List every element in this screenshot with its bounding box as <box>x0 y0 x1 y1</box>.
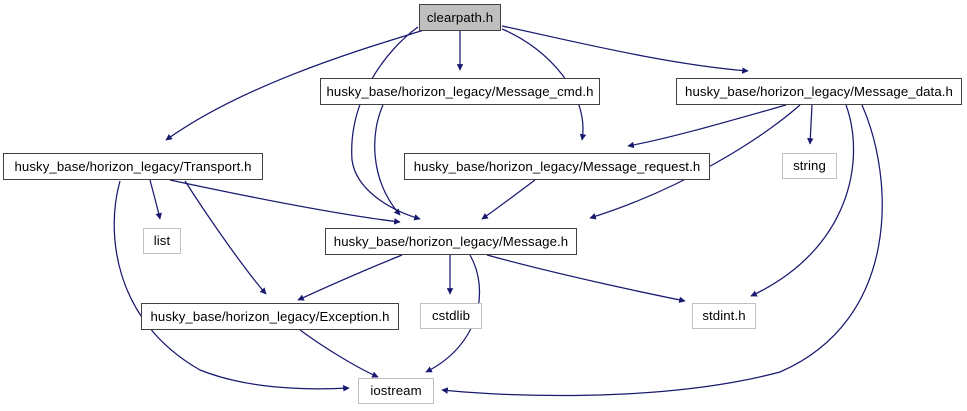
edge-exception-to-iostream <box>299 329 379 378</box>
node-cstdlib[interactable]: cstdlib <box>420 303 482 329</box>
node-label-string: string <box>793 158 826 174</box>
node-label-exception: husky_base/horizon_legacy/Exception.h <box>150 308 390 324</box>
node-message_cmd[interactable]: husky_base/horizon_legacy/Message_cmd.h <box>320 78 600 105</box>
node-label-message: husky_base/horizon_legacy/Message.h <box>333 233 569 249</box>
node-label-message_data: husky_base/horizon_legacy/Message_data.h <box>685 83 953 99</box>
node-exception[interactable]: husky_base/horizon_legacy/Exception.h <box>141 303 399 330</box>
edge-transport-to-message <box>169 179 401 225</box>
node-clearpath: clearpath.h <box>419 4 501 31</box>
edge-message_data-to-iostream <box>441 104 883 397</box>
node-string[interactable]: string <box>782 153 837 179</box>
edge-message_data-to-message <box>589 104 801 220</box>
edge-transport-to-list <box>149 179 162 220</box>
node-transport[interactable]: husky_base/horizon_legacy/Transport.h <box>3 153 263 180</box>
edge-group <box>113 25 883 397</box>
node-label-list: list <box>153 233 171 249</box>
edge-transport-to-iostream <box>113 180 350 392</box>
node-label-cstdlib: cstdlib <box>431 308 471 324</box>
node-stdint[interactable]: stdint.h <box>692 303 756 329</box>
node-message[interactable]: husky_base/horizon_legacy/Message.h <box>325 228 577 255</box>
node-label-stdint: stdint.h <box>702 308 746 324</box>
node-label-transport: husky_base/horizon_legacy/Transport.h <box>14 158 252 174</box>
edge-message_cmd-to-message <box>374 104 401 216</box>
edge-message_data-to-string <box>807 104 814 145</box>
edge-message-to-exception <box>297 254 403 301</box>
node-list[interactable]: list <box>143 228 181 254</box>
node-label-message_request: husky_base/horizon_legacy/Message_reques… <box>413 158 701 174</box>
edge-transport-to-exception <box>184 180 267 295</box>
edge-message_data-to-message_request <box>627 104 787 149</box>
edge-message_request-to-message <box>481 179 536 220</box>
node-label-clearpath: clearpath.h <box>426 9 494 25</box>
edge-message-to-stdint <box>486 254 686 304</box>
node-message_data[interactable]: husky_base/horizon_legacy/Message_data.h <box>676 78 962 105</box>
edge-clearpath-to-transport <box>165 29 425 141</box>
edge-clearpath-to-message_request <box>501 28 587 141</box>
node-label-message_cmd: husky_base/horizon_legacy/Message_cmd.h <box>326 83 594 99</box>
edge-message_data-to-stdint <box>750 104 855 297</box>
edge-clearpath-to-message_data <box>501 25 749 74</box>
node-label-iostream: iostream <box>370 383 422 399</box>
node-message_request[interactable]: husky_base/horizon_legacy/Message_reques… <box>404 153 710 180</box>
edge-clearpath-to-message <box>351 26 421 221</box>
node-iostream[interactable]: iostream <box>358 378 434 404</box>
